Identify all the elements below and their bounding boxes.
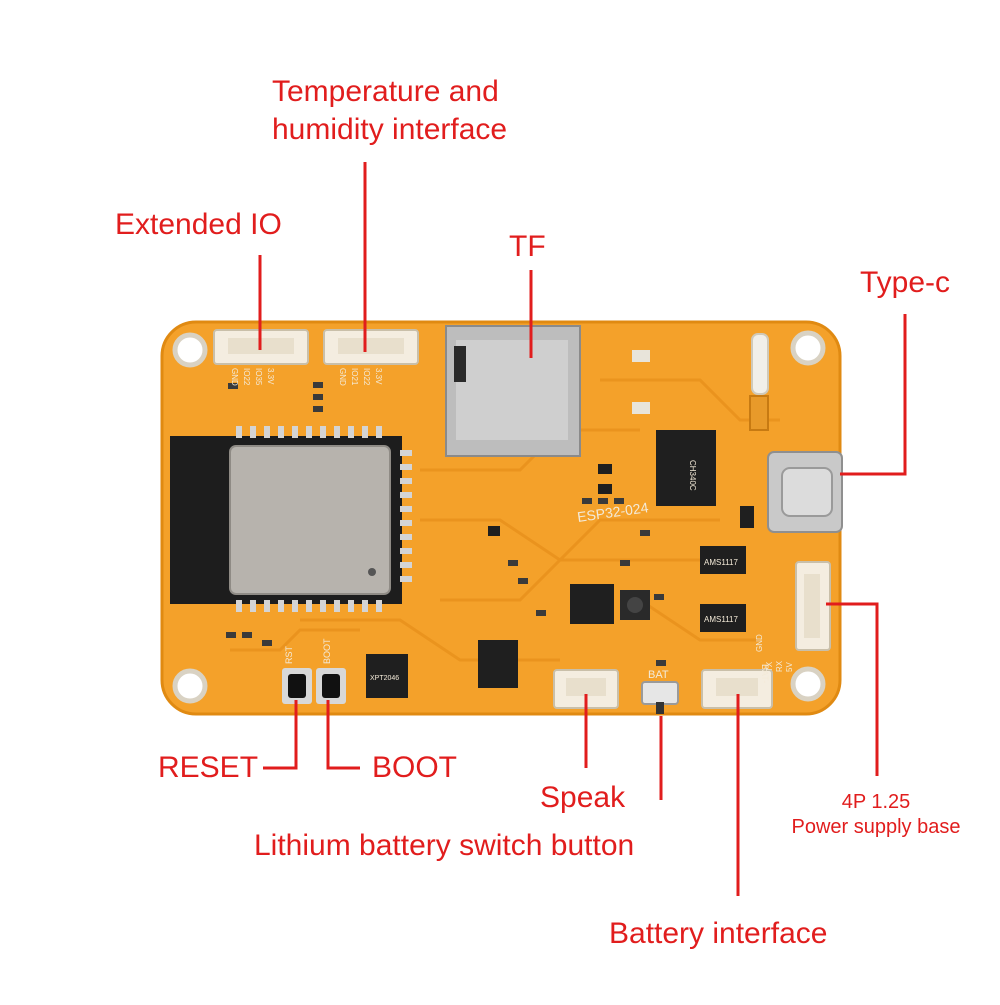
- ldo-regulator-2: [700, 604, 746, 632]
- amplifier-chip: [478, 640, 518, 688]
- io-pin-2: IO22: [242, 368, 251, 386]
- th-pin-1: GND: [338, 368, 347, 386]
- label-lithium-switch: Lithium battery switch button: [254, 829, 635, 862]
- label-battery-interface: Battery interface: [609, 917, 828, 950]
- power-pin-3: TX: [765, 661, 774, 672]
- pcb-board: [160, 320, 842, 716]
- esp32-module: [170, 426, 412, 612]
- label-boot: BOOT: [372, 751, 458, 784]
- audio-chip-silkscreen: XPT2046: [370, 675, 399, 682]
- label-temperature-humidity: Temperature and humidity interface: [272, 73, 507, 148]
- inductor: [620, 590, 650, 620]
- io-pin-4: 3.3V: [266, 368, 275, 385]
- th-pin-4: 3.3V: [374, 368, 383, 385]
- usb-chip-silkscreen: CH340C: [688, 460, 697, 491]
- ldo2-silkscreen: AMS1117: [704, 615, 738, 624]
- label-temperature-line2: humidity interface: [272, 112, 508, 146]
- tf-card-slot: [445, 325, 581, 457]
- audio-chip: [366, 654, 408, 698]
- bat-silkscreen: BAT: [648, 669, 669, 681]
- io-pin-1: GND: [230, 368, 239, 386]
- label-speak: Speak: [540, 781, 626, 814]
- label-tf: TF: [509, 230, 546, 263]
- label-power-base-line1: 4P 1.25: [841, 791, 911, 813]
- leader-reset: [263, 700, 298, 770]
- ldo-regulator-1: [700, 546, 746, 574]
- mosfet: [570, 584, 614, 624]
- power-pin-4: GND: [755, 634, 764, 652]
- leader-lines: [258, 162, 907, 896]
- type-c-port: [767, 451, 843, 533]
- boot-button-illustration: [316, 668, 346, 704]
- th-pin-2: IO21: [350, 368, 359, 386]
- bat-pins-silkscreen: BAT-: [760, 664, 770, 683]
- usb-serial-chip: [656, 430, 716, 506]
- power-supply-connector: [795, 561, 831, 651]
- reset-button-illustration: [282, 668, 312, 704]
- label-reset: RESET: [158, 751, 259, 784]
- ldo1-silkscreen: AMS1117: [704, 558, 738, 567]
- leader-power-base: [826, 602, 879, 776]
- rst-silkscreen: RST: [284, 645, 294, 664]
- temperature-humidity-connector: [323, 329, 419, 365]
- leader-boot: [326, 700, 360, 770]
- label-power-base: 4P 1.25 Power supply base: [778, 790, 974, 840]
- th-pin-3: IO22: [362, 368, 371, 386]
- label-extended-io: Extended IO: [115, 208, 282, 241]
- label-type-c: Type-c: [860, 266, 951, 299]
- label-temperature-line1: Temperature and: [272, 75, 499, 108]
- small-pads: [632, 333, 769, 431]
- io-pin-3: IO35: [254, 368, 263, 386]
- transistors: [488, 464, 754, 536]
- label-power-base-line2: Power supply base: [791, 816, 961, 838]
- battery-connector: [701, 669, 773, 709]
- power-pin-2: RX: [775, 660, 784, 672]
- lithium-switch: [641, 681, 679, 714]
- power-pin-1: 5V: [785, 662, 794, 672]
- leader-type-c: [840, 314, 907, 476]
- boot-silkscreen: BOOT: [322, 638, 332, 664]
